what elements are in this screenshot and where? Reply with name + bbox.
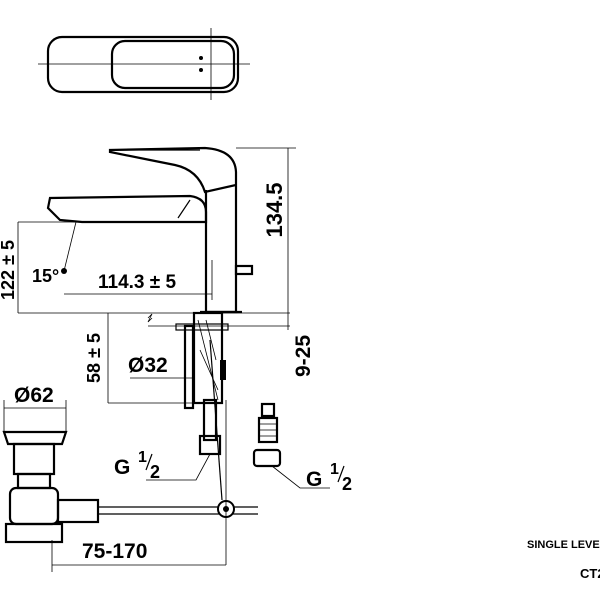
total-height-label: 134.5 bbox=[262, 182, 287, 237]
svg-text:G: G bbox=[306, 468, 322, 491]
deck-lines bbox=[18, 312, 290, 327]
waste-diameter-label: Ø62 bbox=[14, 384, 54, 407]
inlet-right-label: G 1 2 bbox=[306, 461, 352, 494]
inlet-left-label: G 1 2 bbox=[114, 449, 160, 482]
product-name: SINGLE LEVER bbox=[527, 539, 600, 551]
deck-thickness-label: 9-25 bbox=[292, 335, 315, 377]
model-code: CT2 bbox=[580, 566, 600, 581]
spout-angle-label: 15° bbox=[32, 266, 59, 286]
shank bbox=[175, 311, 282, 501]
rod-range-label: 75-170 bbox=[82, 540, 147, 563]
dimension-lines bbox=[3, 147, 330, 572]
shank-length-label: 58 ± 5 bbox=[84, 333, 104, 383]
svg-text:1: 1 bbox=[330, 461, 339, 478]
top-view bbox=[38, 28, 250, 100]
popup-waste bbox=[2, 400, 258, 565]
svg-text:G: G bbox=[114, 456, 130, 479]
spout-height-label: 122 ± 5 bbox=[0, 240, 18, 300]
svg-text:1: 1 bbox=[138, 449, 147, 466]
svg-text:2: 2 bbox=[342, 474, 352, 494]
svg-text:2: 2 bbox=[150, 462, 160, 482]
hole-diameter-label: Ø32 bbox=[128, 354, 168, 377]
spout-reach-label: 114.3 ± 5 bbox=[98, 272, 176, 293]
